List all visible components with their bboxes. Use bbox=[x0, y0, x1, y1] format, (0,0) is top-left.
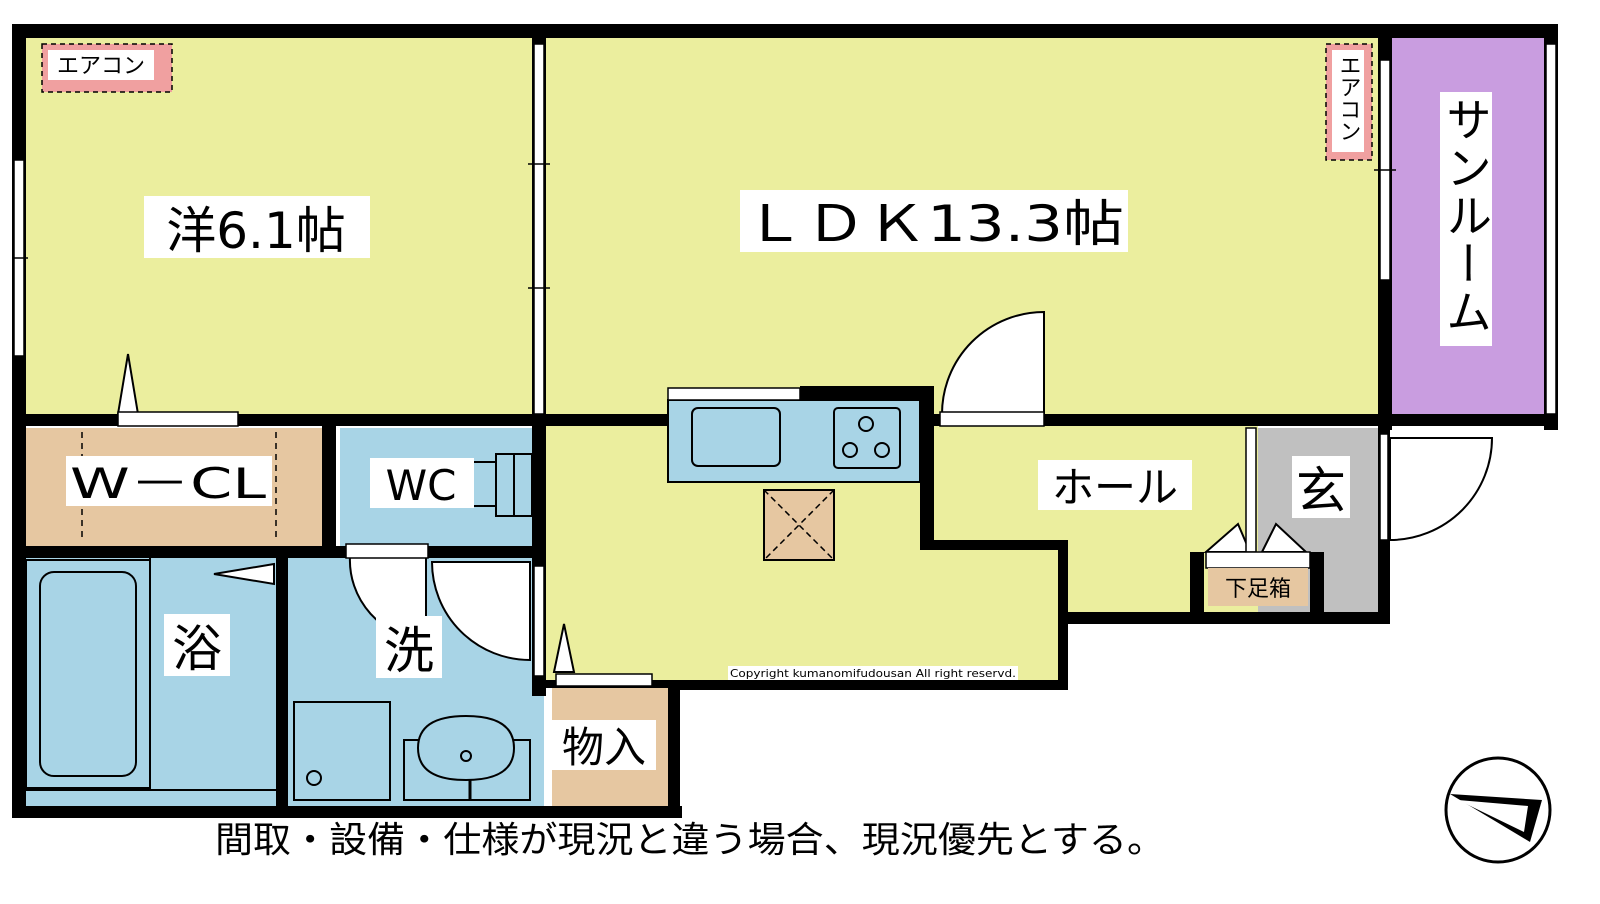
doors bbox=[116, 310, 1494, 673]
bathtub-outer bbox=[25, 559, 151, 789]
ldk-room-label: ＬＤＫ13.3帖 bbox=[744, 195, 1124, 253]
storage-door-opening bbox=[555, 673, 653, 687]
western-room-label: 洋6.1帖 bbox=[166, 202, 346, 260]
wash-label: 洗 bbox=[384, 622, 434, 680]
shoe-box bbox=[1205, 551, 1311, 569]
copyright-text: Copyright kumanomifudousan All right res… bbox=[730, 667, 1016, 680]
burner-icons bbox=[842, 416, 890, 458]
label-backgrounds bbox=[66, 92, 1492, 770]
hall-room bbox=[934, 428, 1254, 612]
disclaimer-text: 間取・設備・仕様が現況と違う場合、現況優先とする。 bbox=[215, 820, 1165, 861]
drain-icon bbox=[306, 770, 322, 786]
aircon-ldk-label: エアコン bbox=[1336, 54, 1361, 142]
window-sash-marks bbox=[12, 163, 1396, 289]
wcl-label: W－CL bbox=[70, 459, 267, 508]
sunroom-label: サンルーム bbox=[1439, 96, 1493, 336]
wc-label: WC bbox=[386, 461, 457, 510]
compass-icon bbox=[1444, 756, 1552, 864]
hall-label: ホール bbox=[1052, 463, 1178, 512]
ldk-door-opening bbox=[939, 411, 1045, 427]
bath-label: 浴 bbox=[172, 620, 222, 678]
refrigerator-space-icon bbox=[763, 489, 835, 561]
stove-icon bbox=[833, 407, 901, 469]
aircon-western bbox=[41, 43, 173, 93]
bathtub-inner bbox=[39, 571, 137, 777]
storage-label: 物入 bbox=[562, 723, 646, 772]
basin-drain-icon bbox=[460, 750, 472, 762]
aircon-western-label: エアコン bbox=[57, 54, 145, 79]
copyright-bg bbox=[728, 666, 1018, 680]
aircon-ldk bbox=[1325, 43, 1373, 161]
hall-step-line bbox=[1245, 427, 1257, 553]
wash-basin-icon bbox=[416, 714, 516, 782]
shoe-box-label: 下足箱 bbox=[1225, 577, 1291, 602]
wash-door-opening bbox=[345, 543, 429, 559]
kitchen-counter-top bbox=[667, 387, 801, 401]
entrance-label: 玄 bbox=[1296, 462, 1346, 520]
sink-icon bbox=[691, 407, 781, 467]
kitchen-counter bbox=[667, 399, 921, 483]
closet-door-opening bbox=[117, 411, 239, 427]
washer-space-icon bbox=[293, 701, 391, 801]
shoe-box-label-bg bbox=[1208, 568, 1308, 606]
